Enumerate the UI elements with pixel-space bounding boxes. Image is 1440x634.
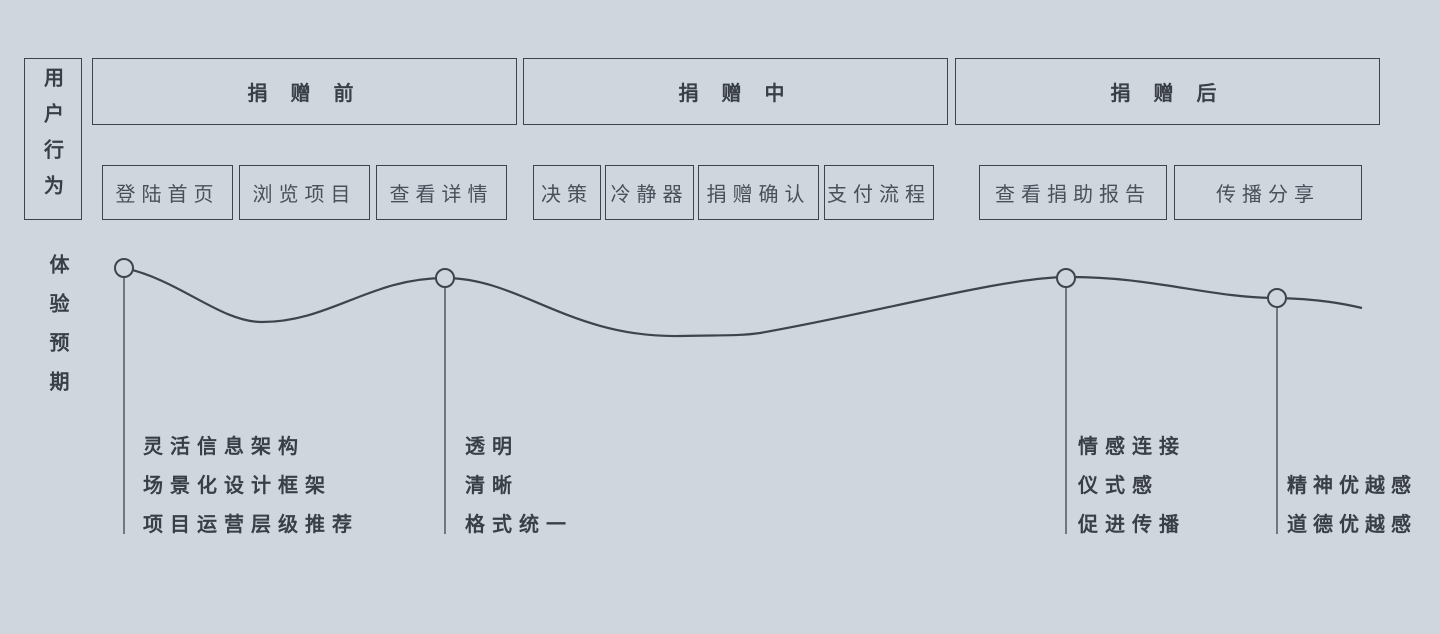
step-donation-confirm: 捐赠确认 (698, 165, 819, 220)
step-view-details: 查看详情 (376, 165, 507, 220)
note-item: 道德优越感 (1287, 512, 1417, 536)
note-item: 精神优越感 (1287, 473, 1417, 497)
step-payment-flow: 支付流程 (824, 165, 934, 220)
notes-group-4: 精神优越感 道德优越感 (1287, 466, 1417, 544)
note-item: 场景化设计框架 (143, 473, 332, 497)
curve-node-4 (1267, 288, 1287, 308)
user-behavior-label: 用户行为 (24, 58, 82, 220)
step-login-home: 登陆首页 (102, 165, 233, 220)
step-view-report: 查看捐助报告 (979, 165, 1167, 220)
note-item: 仪式感 (1078, 473, 1159, 497)
curve-node-2 (435, 268, 455, 288)
experience-curve (123, 266, 1363, 338)
step-decision: 决策 (533, 165, 601, 220)
notes-group-1: 灵活信息架构 场景化设计框架 项目运营层级推荐 (143, 427, 359, 544)
note-item: 格式统一 (465, 512, 573, 536)
note-item: 促进传播 (1078, 512, 1186, 536)
notes-group-2: 透明 清晰 格式统一 (465, 427, 573, 544)
notes-group-3: 情感连接 仪式感 促进传播 (1078, 427, 1186, 544)
note-item: 情感连接 (1078, 434, 1186, 458)
step-browse-projects: 浏览项目 (239, 165, 370, 220)
note-item: 灵活信息架构 (143, 434, 305, 458)
phase-during-donation: 捐 赠 中 (523, 58, 948, 125)
step-cooldown: 冷静器 (605, 165, 694, 220)
phase-before-donation: 捐 赠 前 (92, 58, 517, 125)
note-item: 清晰 (465, 473, 519, 497)
phase-after-donation: 捐 赠 后 (955, 58, 1380, 125)
curve-node-1 (114, 258, 134, 278)
step-share: 传播分享 (1174, 165, 1362, 220)
curve-node-3 (1056, 268, 1076, 288)
experience-expectation-label: 体验预期 (46, 254, 70, 410)
note-item: 透明 (465, 434, 519, 458)
note-item: 项目运营层级推荐 (143, 512, 359, 536)
